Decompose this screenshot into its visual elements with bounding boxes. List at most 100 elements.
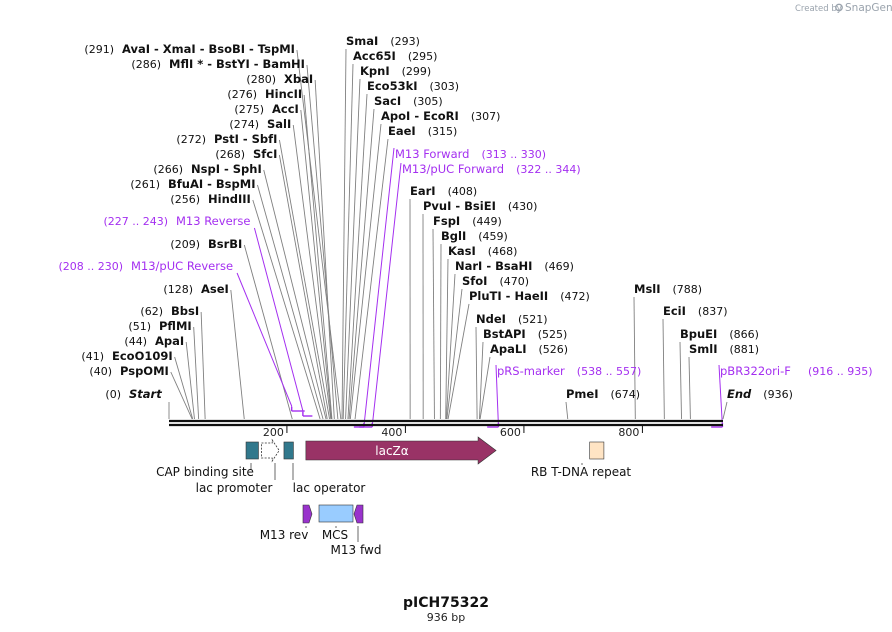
site-nspi[interactable]: (266)NspI - SphI <box>153 162 261 176</box>
site-eco53ki[interactable]: Eco53kI(303) <box>367 79 459 93</box>
snapgene-logo-icon <box>835 3 843 12</box>
ruler-tick-label: 200 <box>263 426 284 439</box>
site-kasi[interactable]: KasI(468) <box>448 244 517 258</box>
site-position: (62) <box>140 305 163 318</box>
site-eaei[interactable]: EaeI(315) <box>388 124 457 138</box>
feature-m13-fwd[interactable] <box>353 504 364 524</box>
site-sfci[interactable]: (268)SfcI <box>215 147 277 161</box>
site-name: NspI - SphI <box>191 162 262 176</box>
primer-leader <box>236 272 293 411</box>
feature-label: lacZα <box>375 444 409 458</box>
site-name: PstI - SbfI <box>214 132 277 146</box>
site-xbai[interactable]: (280)XbaI <box>246 72 313 86</box>
site-ecii[interactable]: EciI(837) <box>663 304 728 318</box>
feature-cap-binding-site[interactable] <box>245 441 259 460</box>
site-hindiii[interactable]: (256)HindIII <box>170 192 250 206</box>
site-fspi[interactable]: FspI(449) <box>433 214 502 228</box>
feature-rb-t-dna-repeat[interactable] <box>589 441 605 460</box>
feature-mcs[interactable] <box>318 504 354 523</box>
site-apali[interactable]: ApaLI(526) <box>490 342 568 356</box>
site-sali[interactable]: (274) SalI <box>229 117 291 131</box>
site-name: BstAPI <box>483 327 526 341</box>
site-leader <box>252 199 321 420</box>
primer-pbr322ori-f[interactable]: pBR322ori-F(916 .. 935) <box>711 364 873 428</box>
site-position: (51) <box>128 320 151 333</box>
feature-m13-rev[interactable] <box>302 504 313 524</box>
credit-brand: SnapGene <box>845 2 892 14</box>
site-name: EciI <box>663 304 686 318</box>
feature-lac-operator[interactable] <box>283 441 294 460</box>
site-ecoo109i[interactable]: (41)EcoO109I <box>81 349 172 363</box>
site-leader <box>479 356 491 420</box>
feature-caption: RB T-DNA repeat <box>531 465 632 479</box>
site-hincii[interactable]: (276)HincII <box>227 87 302 101</box>
site-name: BglI <box>441 229 466 243</box>
site-name: NdeI <box>476 312 506 326</box>
site-asei[interactable]: (128)AseI <box>163 282 228 296</box>
feature-caption-lac-operator: lac operator <box>292 463 366 495</box>
site-bbsi[interactable]: (62)BbsI <box>140 304 199 318</box>
site-position: (128) <box>163 283 193 296</box>
site-name: PspOMI <box>120 364 169 378</box>
primer-m13-puc-reverse[interactable]: (208 .. 230)M13/pUC Reverse <box>58 259 305 412</box>
site-eari[interactable]: EarI(408) <box>410 184 477 198</box>
site-saci[interactable]: SacI(305) <box>374 94 443 108</box>
feature-lacz[interactable]: lacZα <box>305 436 497 465</box>
site-leader <box>303 94 333 420</box>
site-bsrbi[interactable]: (209)BsrBI <box>170 237 242 251</box>
feature-caption: lac operator <box>293 481 366 495</box>
site-pspomi[interactable]: (40)PspOMI <box>89 364 168 378</box>
site-name: Acc65I <box>353 49 396 63</box>
site-leader <box>662 318 665 420</box>
site-pflmi[interactable]: (51)PflMI <box>128 319 191 333</box>
primer-leader <box>495 364 499 427</box>
primer-m13-reverse[interactable]: (227 .. 243)M13 Reverse <box>103 214 313 417</box>
primer-annotations: M13 Forward(313 .. 330)M13/pUC Forward(3… <box>58 147 873 428</box>
site-msli[interactable]: MslI(788) <box>634 282 702 296</box>
site-pvui[interactable]: PvuI - BsiEI(430) <box>423 199 537 213</box>
site-smli[interactable]: SmlI(881) <box>689 342 759 356</box>
site-name: SalI <box>267 117 291 131</box>
site-bgli[interactable]: BglI(459) <box>441 229 508 243</box>
site-sfoi[interactable]: SfoI(470) <box>462 274 529 288</box>
site-apoi[interactable]: ApoI - EcoRI(307) <box>381 109 500 123</box>
site-mfli[interactable]: (286)MflI * - BstYI - BamHI <box>131 57 305 71</box>
site-position: (881) <box>730 343 760 356</box>
site-leader <box>445 258 449 420</box>
site-bpuei[interactable]: BpuEI(866) <box>680 327 759 341</box>
site-apai[interactable]: (44)ApaI <box>124 334 184 348</box>
site-kpni[interactable]: KpnI(299) <box>360 64 431 78</box>
site-position: (274) <box>229 118 259 131</box>
site-nari[interactable]: NarI - BsaHI(469) <box>455 259 574 273</box>
feature-lac-promoter[interactable] <box>261 438 280 463</box>
site-avai[interactable]: (291)AvaI - XmaI - BsoBI - TspMI <box>84 42 295 56</box>
site-name: KpnI <box>360 64 390 78</box>
site-bfuai[interactable]: (261)BfuAI - BspMI <box>130 177 255 191</box>
site-ndei[interactable]: NdeI(521) <box>476 312 548 326</box>
primer-m13-puc-forward[interactable]: M13/pUC Forward(322 .. 344) <box>359 162 581 428</box>
site-leader <box>679 341 682 420</box>
site-leader <box>278 139 331 420</box>
site-position: (307) <box>471 110 501 123</box>
site-pmei[interactable]: PmeI(674) <box>566 387 640 401</box>
site-smai[interactable]: SmaI(293) <box>346 34 420 48</box>
site-position: (0) <box>105 388 121 401</box>
primer-name: M13/pUC Forward <box>402 162 504 176</box>
feature-caption-m13-fwd: M13 fwd <box>331 526 381 557</box>
site-pluti[interactable]: PluTI - HaeII(472) <box>469 289 590 303</box>
feature-caption-lac-promoter: lac promoter <box>196 463 276 495</box>
primer-m13-forward[interactable]: M13 Forward(313 .. 330) <box>353 147 546 428</box>
site-start[interactable]: (0)Start <box>105 387 162 401</box>
site-position: (261) <box>130 178 160 191</box>
site-name: BsrBI <box>208 237 242 251</box>
site-acc65i[interactable]: Acc65I(295) <box>353 49 437 63</box>
site-leader <box>446 288 463 420</box>
feature-box <box>283 441 294 460</box>
site-leader <box>447 303 470 420</box>
site-bstapi[interactable]: BstAPI(525) <box>483 327 567 341</box>
site-psti[interactable]: (272)PstI - SbfI <box>176 132 277 146</box>
site-acci[interactable]: (275)AccI <box>234 102 298 116</box>
primer-prs-marker[interactable]: pRS-marker(538 .. 557) <box>487 364 641 428</box>
site-end[interactable]: End(936) <box>727 387 793 401</box>
